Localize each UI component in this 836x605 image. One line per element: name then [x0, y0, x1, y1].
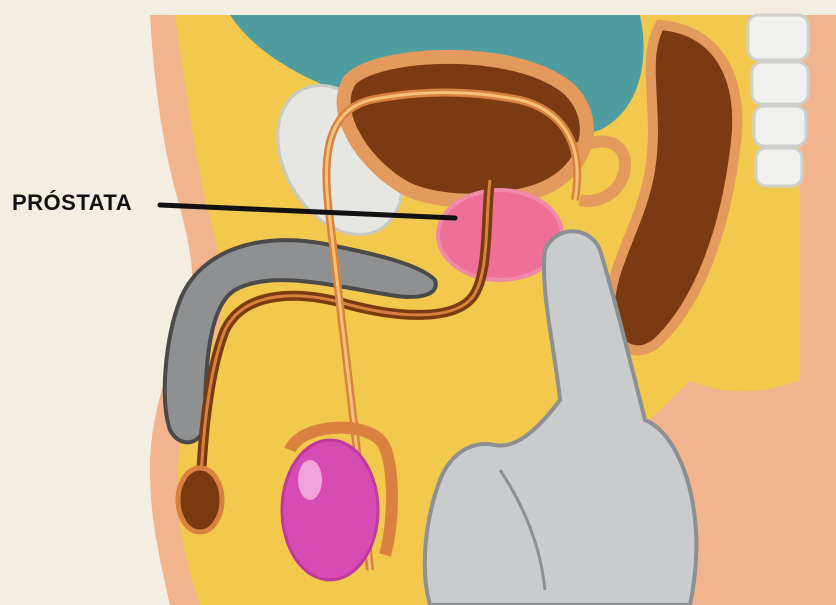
spine	[748, 15, 808, 186]
testis-highlight	[298, 460, 322, 500]
bladder	[344, 57, 587, 201]
glans	[178, 468, 222, 532]
prostate-label: PRÓSTATA	[12, 190, 132, 216]
testis	[282, 440, 378, 580]
